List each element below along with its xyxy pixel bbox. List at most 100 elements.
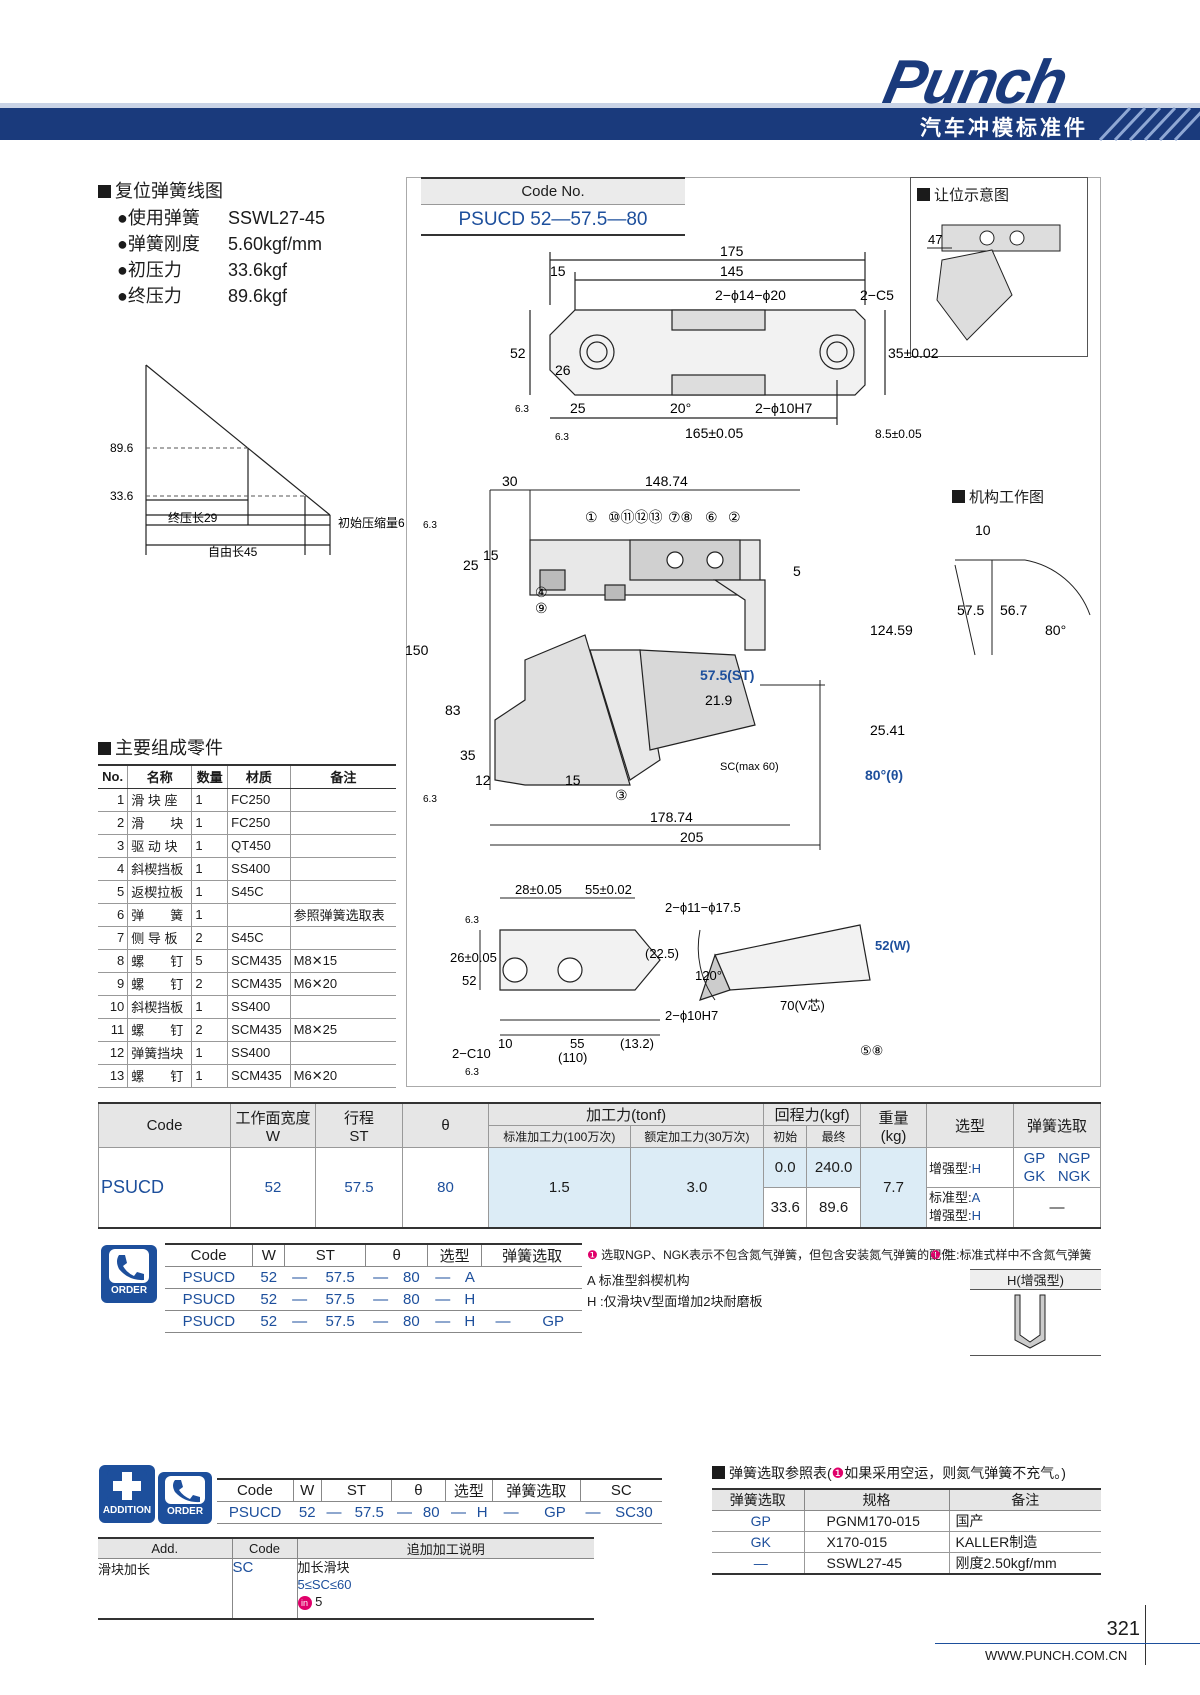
parts-cell: SCM435 [227, 949, 291, 973]
parts-cell: 5 [98, 880, 128, 904]
springsel-cell: — [712, 1552, 804, 1575]
mech-d2: 57.5 [957, 602, 984, 618]
parts-cell: 1 [191, 834, 228, 858]
mid-dim-17: 15 [565, 772, 581, 788]
order-fig-line [970, 1355, 1101, 1356]
parts-cell: 5 [191, 949, 228, 973]
top-dim-6: 52 [510, 345, 526, 361]
mid-dim-10: 5 [793, 563, 801, 579]
code-value: PSUCD 52—57.5—80 [458, 209, 648, 230]
parts-cell: 侧 导 板 [127, 926, 192, 950]
order-cell: 57.5 [314, 1266, 366, 1289]
mid-dim-8: 25 [463, 557, 479, 573]
parts-cell: M8✕25 [289, 1018, 396, 1042]
parts-cell: 13 [98, 1064, 128, 1088]
addition-order-badge[interactable]: ORDER [158, 1472, 212, 1524]
yield-box [910, 177, 1088, 357]
parts-cell [289, 857, 396, 881]
order-h: H :仅滑块V型面增加2块耐磨板 [587, 1294, 763, 1309]
bot-dim-12: (13.2) [620, 1036, 654, 1051]
mid-dim-3: ① [585, 509, 598, 525]
mid-dim-1: 30 [502, 473, 518, 489]
bot-dim-10: 10 [498, 1036, 512, 1051]
mech-d1: 10 [975, 522, 991, 538]
parts-cell: 3 [98, 834, 128, 858]
spring-l1: 终压长29 [168, 510, 218, 525]
parts-cell: 滑 块 [127, 811, 192, 835]
mid-dim-4: ⑩⑪⑫⑬ [608, 509, 663, 525]
mech-title: 机构工作图 [952, 486, 1044, 507]
parts-cell: SCM435 [227, 1064, 291, 1088]
mid-dim-20: 57.5(ST) [700, 667, 754, 683]
bot-dim-8: 2−ϕ10H7 [665, 1008, 718, 1023]
parts-cell: SS400 [227, 1041, 291, 1065]
top-dim-15: 6.3 [555, 432, 569, 443]
drawing-frame [406, 177, 1101, 1087]
spring-l2: 初始压缩量6 [338, 515, 405, 530]
bot-dim-2: 55±0.02 [585, 882, 632, 897]
parts-cell: 11 [98, 1018, 128, 1042]
order-note2: ❶ 注:标准式样中不含氮气弹簧 [930, 1248, 1092, 1262]
parts-cell: 1 [191, 857, 228, 881]
parts-cell: 1 [191, 903, 228, 927]
parts-cell: 弹 簧 [127, 903, 192, 927]
mid-dim-27: 6.3 [423, 520, 437, 531]
order-cell [524, 1288, 582, 1311]
mid-dim-24: 80°(θ) [865, 767, 903, 783]
bot-dim-5: 26±0.05 [450, 950, 497, 965]
order-cell: — [365, 1266, 396, 1289]
mid-dim-23: 25.41 [870, 722, 905, 738]
top-dim-2: 145 [720, 263, 744, 279]
mid-dim-5: ⑦⑧ [668, 509, 693, 525]
parts-cell: 斜楔挡板 [127, 995, 192, 1019]
addition-badge[interactable]: ADDITION [99, 1465, 155, 1523]
mid-dim-6: ⑥ [705, 509, 718, 525]
springsel-cell: GP [712, 1510, 804, 1532]
top-dim-9: 25 [570, 400, 586, 416]
mid-dim-22: SC(max 60) [720, 761, 779, 773]
springsel-cell: 国产 [949, 1510, 1101, 1532]
order-fig-label: H(增强型) [970, 1269, 1101, 1290]
parts-cell [289, 788, 396, 812]
mid-dim-13: 150 [405, 642, 429, 658]
header-subtitle: 汽车冲模标准件 [920, 117, 1088, 140]
order-cell: 80 [395, 1310, 428, 1333]
springsel-cell: SSWL27-45 [803, 1552, 950, 1575]
header-stripe [0, 103, 1200, 108]
parts-cell: M6✕20 [289, 1064, 396, 1088]
mid-dim-11: ④ [535, 584, 548, 600]
parts-cell: SS400 [227, 995, 291, 1019]
parts-cell: 驱 动 块 [127, 834, 192, 858]
mid-dim-19: 124.59 [870, 622, 913, 638]
mech-d4: 80° [1045, 622, 1066, 638]
bot-dim-6: 52 [462, 973, 476, 988]
order-cell: PSUCD [165, 1266, 253, 1289]
parts-cell: S45C [227, 880, 291, 904]
mid-dim-18: ③ [615, 787, 628, 803]
bot-dim-14: 6.3 [465, 1067, 479, 1078]
parts-cell: 7 [98, 926, 128, 950]
header-hatch [980, 106, 1200, 142]
order-badge[interactable]: ORDER [101, 1245, 157, 1303]
parts-cell: 1 [191, 1064, 228, 1088]
order-cell: 52 [252, 1288, 285, 1311]
bot-dim-3: 2−ϕ11−ϕ17.5 [665, 900, 741, 915]
parts-cell: 弹簧挡块 [127, 1041, 192, 1065]
parts-title: 主要组成零件 [98, 734, 223, 760]
